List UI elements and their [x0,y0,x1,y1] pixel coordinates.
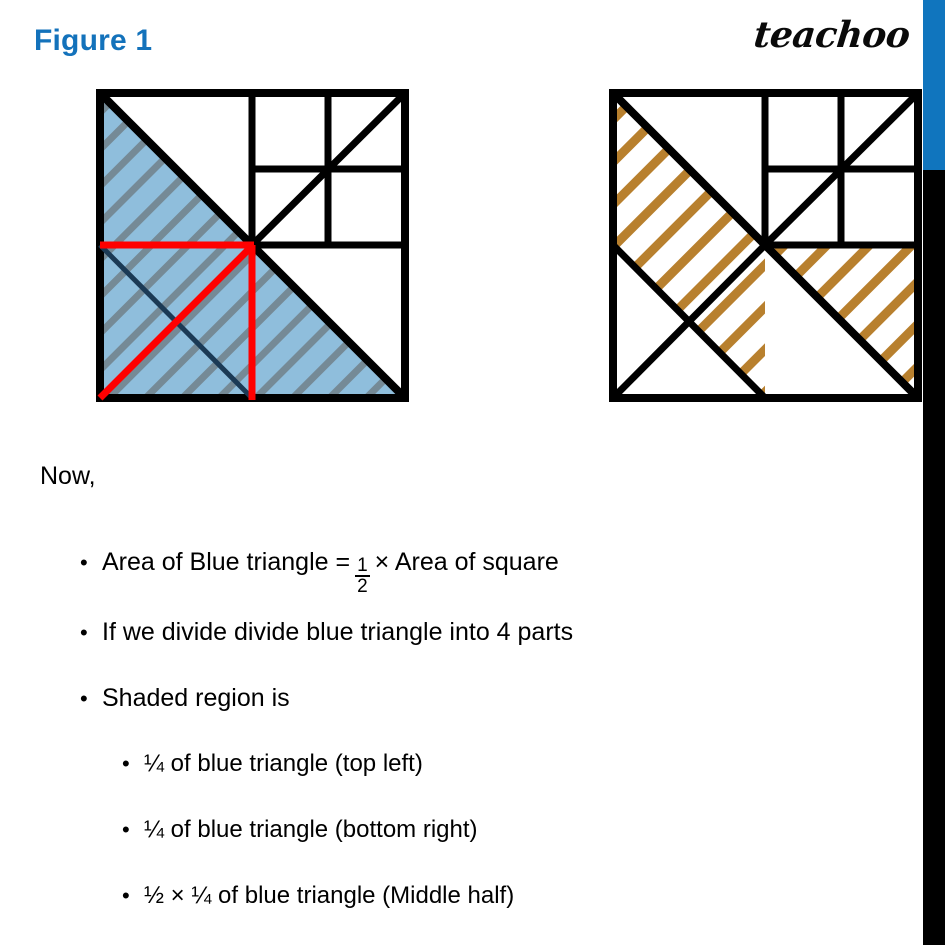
bullet-label: ¼ of blue triangle (top left) [144,750,423,777]
bullet-label: ½ × ¼ of blue triangle (Middle half) [144,882,515,909]
fraction-numerator: 1 [357,555,368,576]
bullet-shaded-region-is: • Shaded region is [80,684,290,713]
blue-shaded-square-figure [88,83,418,413]
bullet-marker: • [80,686,88,711]
bullet-text-suffix: × Area of square [374,548,559,576]
accent-bar-blue [923,0,945,170]
bullet-marker: • [80,620,88,645]
page-title: Figure 1 [34,24,153,57]
bullet-marker: • [122,817,130,842]
accent-bar-black [923,170,945,945]
fraction-one-half: 1 2 [355,556,370,597]
intro-line: Now, [40,462,96,490]
bullet-label: ¼ of blue triangle (bottom right) [144,816,478,843]
sub-bullet-quarter-bottom-right: • ¼ of blue triangle (bottom right) [122,816,478,844]
bullet-marker: • [122,883,130,908]
bullet-area-blue-triangle: • Area of Blue triangle = 1 2 × Area of … [80,548,559,597]
bullet-marker: • [122,751,130,776]
sub-bullet-half-of-quarter-middle: • ½ × ¼ of blue triangle (Middle half) [122,882,514,910]
sub-bullet-quarter-top-left: • ¼ of blue triangle (top left) [122,750,423,778]
fraction-denominator: 2 [355,575,370,598]
bullet-text-prefix: Area of Blue triangle = [102,548,351,576]
bullet-divide-into-4-parts: • If we divide divide blue triangle into… [80,618,573,647]
brown-hatched-square-figure [601,83,931,413]
bullet-marker: • [80,550,88,575]
bullet-label: If we divide divide blue triangle into 4… [102,618,574,646]
bullet-label: Shaded region is [102,684,290,712]
teachoo-logo: teachoo [751,14,912,56]
